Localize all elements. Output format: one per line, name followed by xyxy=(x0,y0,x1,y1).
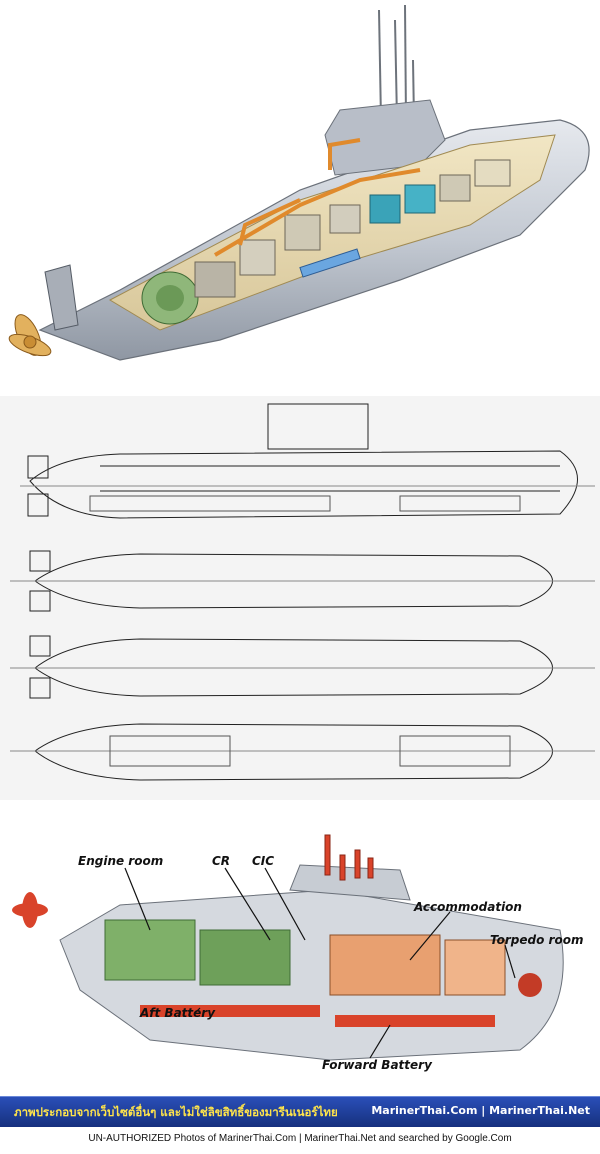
deck-plan-3 xyxy=(10,723,595,781)
sail-3 xyxy=(289,864,411,901)
pipes xyxy=(213,138,421,257)
masts-3 xyxy=(324,834,374,881)
label-accommodation: Accommodation xyxy=(414,900,522,914)
label-cr: CR xyxy=(212,854,231,868)
torpedo-hatch xyxy=(518,973,542,997)
propeller-3 xyxy=(12,892,48,928)
battery-tube xyxy=(299,248,361,278)
line-drawings xyxy=(0,396,600,800)
footer-notice: UN-AUTHORIZED Photos of MarinerThai.Com … xyxy=(88,1133,512,1144)
label-cic: CIC xyxy=(252,854,275,868)
engine-machinery xyxy=(141,214,321,325)
labeled-cutaway-svg xyxy=(12,834,564,1061)
copyright-banner: ภาพประกอบจากเว็บไซต์อื่นๆ และไม่ใช่ลิขสิ… xyxy=(0,1096,600,1127)
sail xyxy=(324,99,446,176)
banner-thai-text: ภาพประกอบจากเว็บไซต์อื่นๆ และไม่ใช่ลิขสิ… xyxy=(14,1105,338,1119)
label-torpedo-room: Torpedo room xyxy=(490,933,584,947)
deck-plan-2 xyxy=(10,635,595,699)
accommodation-section xyxy=(329,934,506,996)
battery-cells xyxy=(140,1005,495,1027)
label-aft-battery: Aft Battery xyxy=(140,1006,216,1020)
side-profile-drawing xyxy=(20,403,595,519)
cutaway-illustration-svg xyxy=(8,4,590,361)
rudder xyxy=(44,264,79,331)
label-engine-room: Engine room xyxy=(78,854,164,868)
cutaway-illustration xyxy=(0,0,600,388)
control-equipment xyxy=(329,159,511,234)
leader-lines xyxy=(124,867,516,1059)
propeller xyxy=(8,314,52,357)
deck-plan-1 xyxy=(10,550,595,612)
label-forward-battery: Forward Battery xyxy=(322,1058,432,1072)
banner-site-link[interactable]: MarinerThai.Com | MarinerThai.Net xyxy=(371,1104,590,1117)
labeled-cutaway: Engine room CR CIC Accommodation Torpedo… xyxy=(0,810,600,1092)
line-drawings-svg xyxy=(10,403,595,781)
